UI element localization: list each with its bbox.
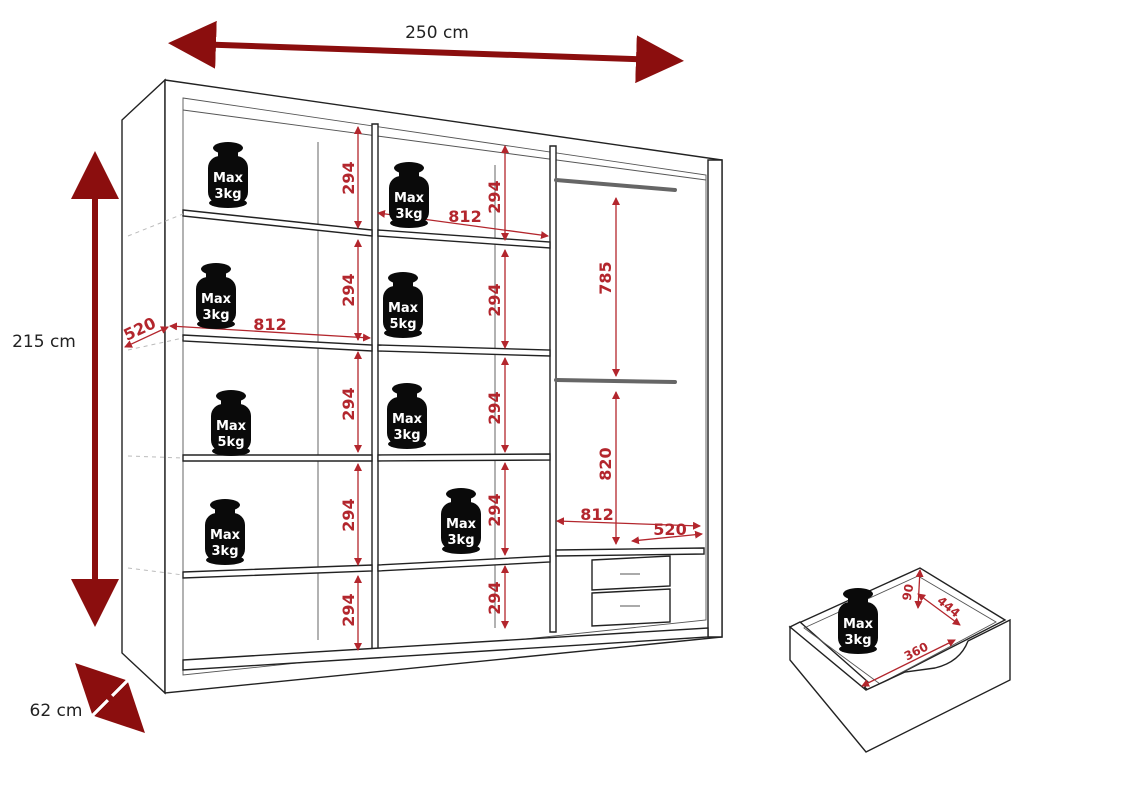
overall-width-label: 250 cm bbox=[405, 23, 469, 43]
bottom-depth-label: 520 bbox=[653, 520, 686, 539]
drawer-detail: 90 444 360 bbox=[788, 567, 1011, 753]
weight-icon: Max 3kg bbox=[208, 142, 248, 208]
shelf-width-dimensions: 812 812 520 bbox=[121, 207, 549, 348]
weight-load-label: 3kg bbox=[845, 633, 872, 648]
shelf-height-label: 294 bbox=[485, 283, 504, 316]
weight-max-label: Max bbox=[446, 517, 477, 532]
shelf-height-label: 294 bbox=[339, 498, 358, 531]
weight-icon: Max 3kg bbox=[205, 499, 245, 565]
shelf-height-label: 294 bbox=[339, 593, 358, 626]
weight-load-label: 5kg bbox=[390, 317, 417, 332]
shelf-height-label: 294 bbox=[485, 581, 504, 614]
weight-icon: Max 3kg bbox=[389, 162, 429, 228]
weight-icon: Max 5kg bbox=[383, 272, 423, 338]
weight-max-label: Max bbox=[843, 617, 874, 632]
overall-depth-label: 62 cm bbox=[30, 701, 83, 721]
bottom-width-label: 812 bbox=[580, 505, 613, 524]
shelf-height-label: 294 bbox=[339, 387, 358, 420]
weight-icon: Max 3kg bbox=[838, 588, 878, 654]
weight-icon: Max 3kg bbox=[387, 383, 427, 449]
shelf-height-label: 294 bbox=[485, 180, 504, 213]
shelf-height-label: 294 bbox=[339, 273, 358, 306]
shelf-height-label: 294 bbox=[485, 493, 504, 526]
hanging-dimensions: 785 820 812 520 bbox=[556, 197, 703, 545]
shelf-width-label-middle: 812 bbox=[448, 207, 481, 226]
weight-load-label: 3kg bbox=[212, 544, 239, 559]
weight-max-label: Max bbox=[388, 301, 419, 316]
shelf-height-label: 294 bbox=[339, 161, 358, 194]
weight-icon: Max 3kg bbox=[196, 263, 236, 329]
shelf-width-label-left: 812 bbox=[253, 315, 286, 334]
hang-lower-label: 820 bbox=[596, 447, 615, 480]
weight-max-label: Max bbox=[392, 412, 423, 427]
overall-height-label: 215 cm bbox=[12, 332, 76, 352]
weight-max-label: Max bbox=[394, 191, 425, 206]
wardrobe-body bbox=[121, 78, 723, 695]
weight-load-label: 5kg bbox=[218, 435, 245, 450]
weight-load-label: 3kg bbox=[394, 428, 421, 443]
shelf-height-dimensions: 294 294 294 294 294 294 294 294 294 294 bbox=[339, 126, 509, 651]
weight-max-label: Max bbox=[201, 292, 232, 307]
hang-upper-label: 785 bbox=[596, 261, 615, 294]
weight-max-label: Max bbox=[216, 419, 247, 434]
weight-icon: Max 3kg bbox=[441, 488, 481, 554]
weight-load-label: 3kg bbox=[448, 533, 475, 548]
overall-depth-dimension: 62 cm bbox=[30, 663, 145, 733]
weight-load-label: 3kg bbox=[203, 308, 230, 323]
drawer-height-label: 90 bbox=[900, 583, 917, 602]
shelf-height-label: 294 bbox=[485, 391, 504, 424]
weight-load-label: 3kg bbox=[215, 187, 242, 202]
overall-height-dimension: 215 cm bbox=[12, 151, 119, 627]
overall-width-dimension: 250 cm bbox=[168, 20, 684, 84]
weight-icon: Max 5kg bbox=[211, 390, 251, 456]
weight-load-label: 3kg bbox=[396, 207, 423, 222]
weight-max-label: Max bbox=[210, 528, 241, 543]
weight-max-label: Max bbox=[213, 171, 244, 186]
